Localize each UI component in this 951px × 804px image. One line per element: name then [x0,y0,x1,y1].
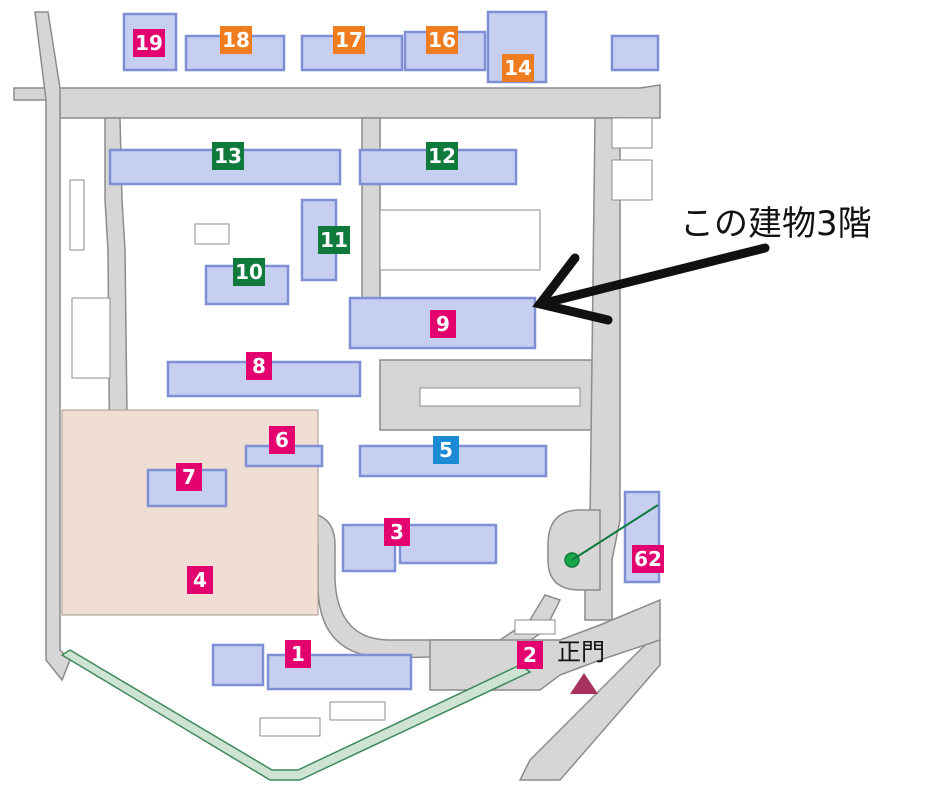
building-badge-bg [433,436,459,464]
triangle-marker-icon [570,673,598,694]
building-number: 3 [390,520,404,544]
roundabout-road [547,509,601,591]
structure [419,387,581,407]
building-badge-bg [187,566,213,594]
building-badge-8[interactable]: 8 [246,352,272,380]
building-badge-18[interactable]: 18 [220,26,252,54]
building-badge-bg [333,26,365,54]
building-badge-bg [384,518,410,546]
building-badge-4[interactable]: 4 [187,566,213,594]
building-badge-13[interactable]: 13 [212,142,244,170]
building-badge-5[interactable]: 5 [433,436,459,464]
structure [514,619,556,635]
structure [69,179,85,251]
building-badge-1[interactable]: 1 [285,640,311,668]
building-12-block [358,148,518,186]
structure [379,209,541,271]
building-top-right-block [610,34,660,72]
pointer-line [571,504,659,561]
building-badge-bg [246,352,272,380]
building-number: 16 [428,28,456,52]
road-center-vertical [361,117,381,301]
building-badge-16[interactable]: 16 [426,26,458,54]
building-1-block [211,643,265,687]
building-badge-17[interactable]: 17 [333,26,365,54]
building-number: 8 [252,354,266,378]
structure [329,701,386,721]
building-number: 13 [214,144,242,168]
building-badge-bg [430,310,456,338]
annotation-text: この建物3階 [680,204,872,244]
road-top [13,84,661,119]
building-badge-bg [318,226,350,254]
arrow-head [532,253,613,325]
main-gate-label: 正門 [557,638,605,666]
building-3b-block [398,523,498,565]
structure [194,223,230,245]
building-number: 19 [135,31,163,55]
building-badge-11[interactable]: 11 [318,226,350,254]
building-badge-bg [233,258,265,286]
structure [259,717,321,737]
building-badge-2[interactable]: 2 [517,641,543,669]
building-number: 9 [436,312,450,336]
building-badge-6[interactable]: 6 [269,426,295,454]
arrow-shaft [540,243,770,308]
building-badge-bg [269,426,295,454]
building-badge-bg [502,54,534,82]
building-number: 11 [320,228,348,252]
building-badge-bg [220,26,252,54]
building-badge-9[interactable]: 9 [430,310,456,338]
building-badge-14[interactable]: 14 [502,54,534,82]
building-badge-bg [426,26,458,54]
building-badge-bg [133,29,165,57]
building-number: 2 [523,643,537,667]
building-badge-62[interactable]: 62 [632,545,664,573]
building-badge-19[interactable]: 19 [133,29,165,57]
building-badge-bg [426,142,458,170]
minor-structures [69,117,653,737]
building-badge-10[interactable]: 10 [233,258,265,286]
building-number: 17 [335,28,363,52]
building-number: 6 [275,428,289,452]
building-number: 1 [291,642,305,666]
building-badge-bg [176,463,202,491]
building-number: 18 [222,28,250,52]
building-badge-bg [285,640,311,668]
building-number: 14 [504,56,532,80]
building-number: 12 [428,144,456,168]
building-number: 7 [182,465,196,489]
building-badge-bg [632,545,664,573]
building-badge-12[interactable]: 12 [426,142,458,170]
building-badge-bg [517,641,543,669]
building-badge-bg [212,142,244,170]
annotation-arrow [532,243,770,325]
structure [611,159,653,201]
structure [611,117,653,149]
building-number: 5 [439,438,453,462]
building-badge-3[interactable]: 3 [384,518,410,546]
structure [71,297,111,379]
building-number: 4 [193,568,207,592]
building-number: 62 [634,547,662,571]
roundabout [547,504,659,591]
building-badge-7[interactable]: 7 [176,463,202,491]
building-number: 10 [235,260,263,284]
